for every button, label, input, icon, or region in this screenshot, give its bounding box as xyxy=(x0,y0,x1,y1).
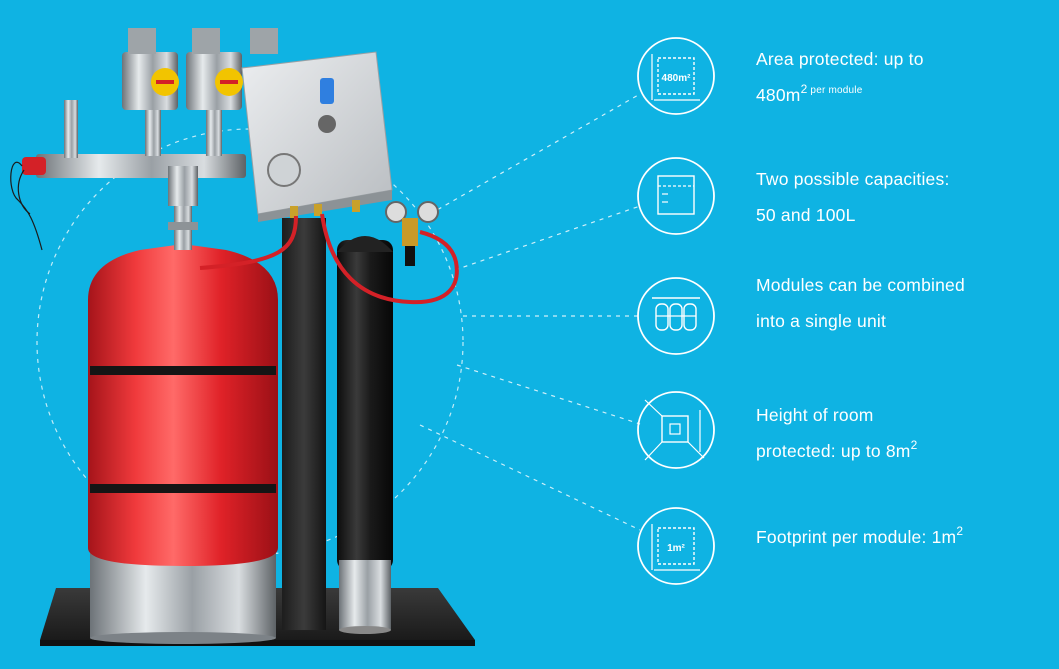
feature-area-suffix: per module xyxy=(807,85,863,96)
black-cylinder xyxy=(337,236,393,634)
feature-modules-line2: into a single unit xyxy=(756,311,887,331)
pressure-regulator xyxy=(385,201,439,266)
feature-area-line1: Area protected: up to xyxy=(756,49,924,69)
feature-modules: Modules can be combined into a single un… xyxy=(756,267,965,339)
svg-text:1m²: 1m² xyxy=(667,543,685,554)
area-480-icon: 480m² xyxy=(637,37,715,115)
feature-area: Area protected: up to 480m2 per module xyxy=(756,41,924,113)
connector-lines xyxy=(419,93,641,531)
feature-modules-line1: Modules can be combined xyxy=(756,275,965,295)
room-height-icon xyxy=(637,391,715,469)
feature-height: Height of room protected: up to 8m2 xyxy=(756,397,917,469)
feature-height-sup: 2 xyxy=(910,438,918,452)
valve-actuators xyxy=(122,28,278,110)
feature-footprint: Footprint per module: 1m2 xyxy=(756,519,963,555)
feature-footprint-sup: 2 xyxy=(956,524,964,538)
feature-footprint-value: Footprint per module: 1m xyxy=(756,527,957,547)
feature-height-line1: Height of room xyxy=(756,405,874,425)
feature-area-value: 480m xyxy=(756,85,801,105)
feature-area-sup: 2 xyxy=(800,82,808,96)
feature-height-value: protected: up to 8m xyxy=(756,441,911,461)
feature-capacity-line1: Two possible capacities: xyxy=(756,169,950,189)
footprint-icon: 1m² xyxy=(637,507,715,585)
red-cylinder xyxy=(88,200,278,644)
svg-text:480m²: 480m² xyxy=(662,73,692,84)
capacity-container-icon xyxy=(637,157,715,235)
combined-modules-icon xyxy=(637,277,715,355)
red-hoses xyxy=(199,213,459,305)
pipe-manifold xyxy=(10,100,246,251)
feature-capacity-line2: 50 and 100L xyxy=(756,205,856,225)
support-post xyxy=(282,218,326,630)
feature-capacity: Two possible capacities: 50 and 100L xyxy=(756,161,950,233)
control-box xyxy=(241,51,393,222)
